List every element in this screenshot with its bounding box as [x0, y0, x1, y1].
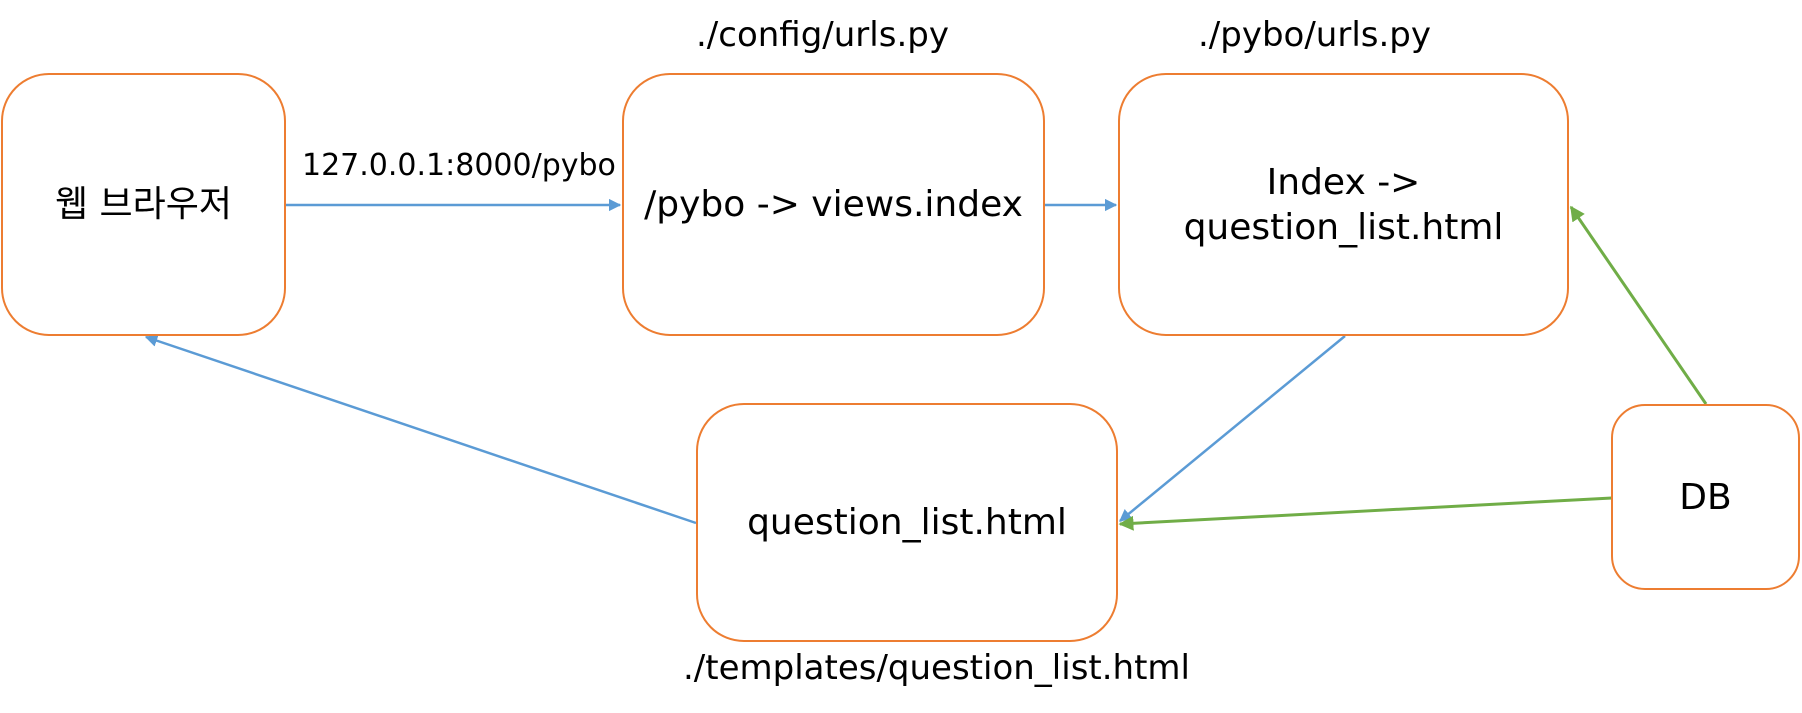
node-pybo-urls: Index -> question_list.html [1118, 73, 1569, 336]
node-question-list-template-label: question_list.html [747, 502, 1067, 543]
arrow-pybo-urls-to-template [1119, 335, 1346, 522]
arrow-template-to-browser [144, 334, 697, 525]
node-db: DB [1611, 404, 1800, 590]
node-web-browser: 웹 브라우저 [1, 73, 286, 336]
node-question-list-template: question_list.html [696, 403, 1118, 642]
caption-pybo-urls: ./pybo/urls.py [1198, 15, 1432, 55]
arrow-db-to-pybo-urls [1569, 205, 1708, 405]
caption-template: ./templates/question_list.html [683, 648, 1190, 688]
node-db-label: DB [1679, 476, 1732, 518]
node-config-urls: /pybo -> views.index [622, 73, 1045, 336]
edge-label-url: 127.0.0.1:8000/pybo [302, 148, 616, 183]
arrow-db-to-template [1118, 496, 1613, 531]
node-config-urls-label: /pybo -> views.index [644, 184, 1023, 225]
node-web-browser-label: 웹 브라우저 [54, 184, 233, 225]
caption-config-urls: ./config/urls.py [696, 15, 949, 55]
node-pybo-urls-label: Index -> question_list.html [1183, 161, 1504, 248]
